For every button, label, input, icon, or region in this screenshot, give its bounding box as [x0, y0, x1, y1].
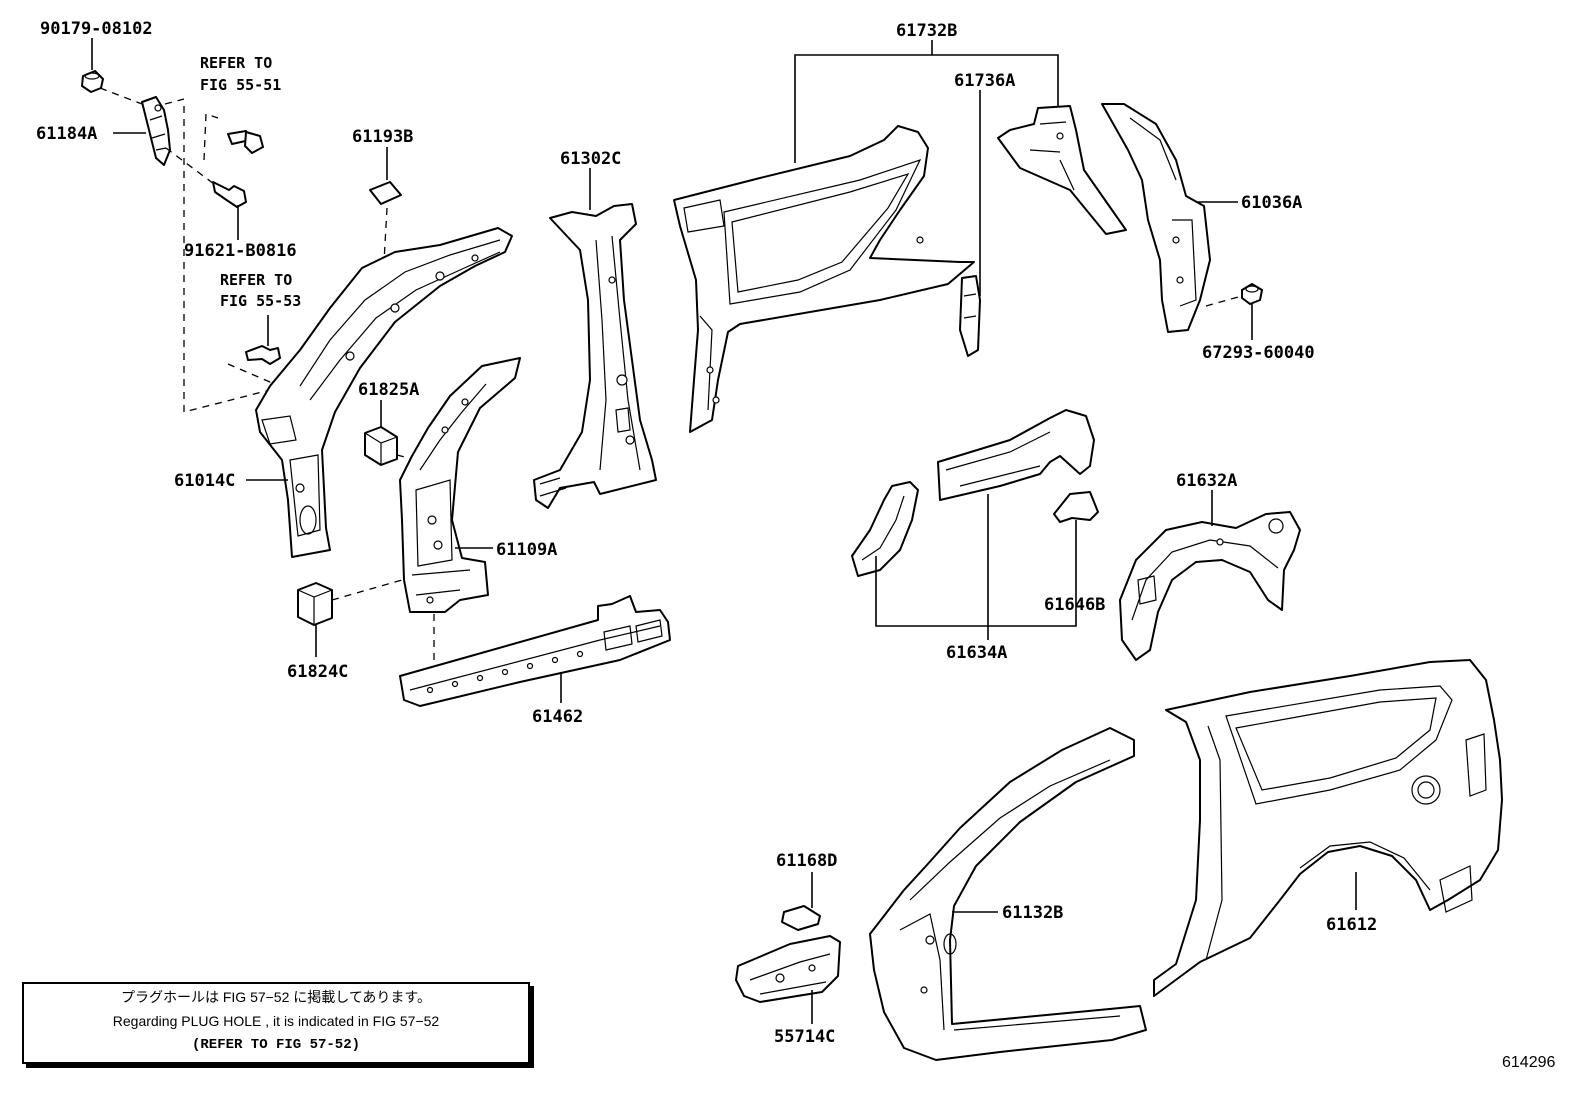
quarter-panel-61612[interactable] — [1153, 659, 1503, 997]
clip-67293[interactable] — [1241, 283, 1263, 305]
label-61824c: 61824C — [287, 662, 348, 682]
label-refer-to-2: REFER TO — [220, 271, 292, 289]
rocker-61462[interactable] — [399, 595, 671, 707]
wheelhouse-extension-61634a[interactable] — [851, 409, 1099, 577]
bolt-refer-55-51[interactable] — [227, 130, 264, 154]
label-fig-55-51: FIG 55-51 — [200, 76, 281, 94]
bracket-61634a — [875, 494, 1077, 627]
label-61634a: 61634A — [946, 643, 1007, 663]
bolt-refer-55-53[interactable] — [245, 345, 281, 365]
dash-91621 — [165, 147, 215, 185]
label-61462: 61462 — [532, 707, 583, 727]
note-line-japanese: プラグホールは FIG 57−52 に掲載してあります。 — [120, 989, 432, 1005]
clip-nut-90179[interactable] — [81, 70, 104, 93]
bracket-61732b — [794, 54, 1059, 163]
wheelhouse-61632a[interactable] — [1119, 511, 1301, 661]
reinforcement-61036a[interactable] — [1101, 103, 1211, 333]
figure-id: 614296 — [1502, 1054, 1556, 1071]
dash-67293 — [1205, 295, 1243, 307]
note-line-reference: (REFER TO FIG 57-52) — [191, 1037, 361, 1053]
note-line-english: Regarding PLUG HOLE , it is indicated in… — [112, 1013, 440, 1029]
center-pillar-61302c[interactable] — [533, 203, 657, 509]
front-pillar-61014c[interactable] — [255, 227, 513, 558]
label-61736a: 61736A — [954, 71, 1015, 91]
label-61036a: 61036A — [1241, 193, 1302, 213]
label-61109a: 61109A — [496, 540, 557, 560]
inner-quarter-61732b[interactable] — [673, 125, 975, 433]
dash-frame-left — [183, 106, 267, 413]
label-61612: 61612 — [1326, 915, 1377, 935]
pad-61193b[interactable] — [369, 181, 402, 205]
bracket-61736a[interactable] — [959, 275, 981, 357]
label-67293-60040: 67293-60040 — [1202, 343, 1315, 363]
bracket-55714c[interactable] — [735, 935, 841, 1003]
label-61184a: 61184A — [36, 124, 97, 144]
dash-61824c — [331, 579, 403, 601]
spacer-61824c[interactable] — [297, 582, 333, 626]
label-61632a: 61632A — [1176, 471, 1237, 491]
label-61014c: 61014C — [174, 471, 235, 491]
label-61825a: 61825A — [358, 380, 419, 400]
label-61732b: 61732B — [896, 21, 957, 41]
label-61302c: 61302C — [560, 149, 621, 169]
door-frame-61132b[interactable] — [869, 727, 1147, 1061]
label-61646b: 61646B — [1044, 595, 1105, 615]
label-91621-b0816: 91621-B0816 — [184, 241, 297, 261]
plug-hole-note: プラグホールは FIG 57−52 に掲載してあります。 Regarding P… — [22, 982, 530, 1064]
bracket-61184a[interactable] — [141, 96, 171, 166]
label-61193b: 61193B — [352, 127, 413, 147]
pillar-lower-61109a[interactable] — [399, 357, 521, 613]
clip-61168d[interactable] — [781, 905, 821, 931]
label-61168d: 61168D — [776, 851, 837, 871]
dash-61193b — [383, 207, 388, 263]
dash-90179 — [99, 87, 143, 105]
label-55714c: 55714C — [774, 1027, 835, 1047]
label-fig-55-53: FIG 55-53 — [220, 292, 301, 310]
d-pillar-upper[interactable] — [997, 105, 1127, 235]
label-90179-08102: 90179-08102 — [40, 19, 153, 39]
label-refer-to-1: REFER TO — [200, 54, 272, 72]
spacer-61825a[interactable] — [364, 426, 398, 466]
label-61132b: 61132B — [1002, 903, 1063, 923]
bolt-91621[interactable] — [212, 181, 247, 208]
dash-refer-55-51 — [203, 113, 219, 161]
dash-61184a-top — [164, 98, 185, 105]
